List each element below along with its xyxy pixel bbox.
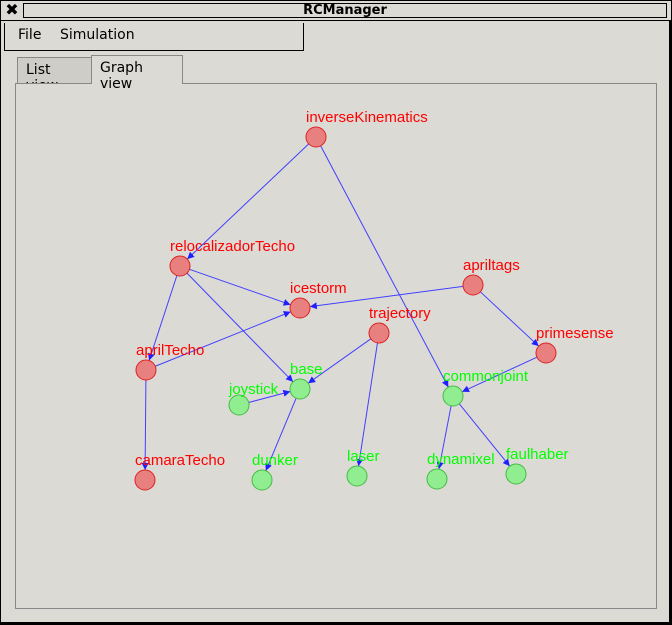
- edge-aprilTecho-icestorm: [155, 311, 291, 367]
- close-icon[interactable]: ✖: [5, 0, 19, 19]
- node-label-aprilTecho: aprilTecho: [136, 342, 204, 359]
- node-primesense[interactable]: [535, 342, 557, 364]
- node-inverseKinematics[interactable]: [305, 126, 327, 148]
- graph-panel: inverseKinematics relocalizadorTecho icest…: [15, 83, 657, 609]
- title-frame: RCManager: [23, 3, 667, 18]
- node-faulhaber[interactable]: [505, 463, 527, 485]
- edge-joystick-base: [248, 389, 291, 403]
- node-label-camaraTecho: camaraTecho: [135, 452, 225, 469]
- menu-file[interactable]: File: [18, 27, 42, 43]
- edge-apriltags-icestorm: [309, 285, 464, 310]
- node-label-dynamixel: dynamixel: [427, 451, 495, 468]
- edge-base-dunker: [265, 398, 297, 471]
- node-label-icestorm: icestorm: [290, 280, 347, 297]
- node-dunker[interactable]: [251, 469, 273, 491]
- node-label-laser: laser: [347, 448, 380, 465]
- node-icestorm[interactable]: [289, 297, 311, 319]
- edge-commonjoint-dynamixel: [436, 405, 452, 470]
- node-camaraTecho[interactable]: [134, 469, 156, 491]
- edge-trajectory-laser: [356, 342, 378, 467]
- edge-relocalizadorTecho-icestorm: [189, 268, 291, 306]
- edge-inverseKinematics-commonjoint: [320, 145, 449, 388]
- node-label-faulhaber: faulhaber: [506, 446, 569, 463]
- edge-relocalizadorTecho-aprilTecho: [147, 275, 178, 361]
- node-label-primesense: primesense: [536, 325, 614, 342]
- node-commonjoint[interactable]: [442, 385, 464, 407]
- window-title: RCManager: [303, 3, 387, 18]
- menu-simulation[interactable]: Simulation: [60, 27, 135, 43]
- node-apriltags[interactable]: [462, 274, 484, 296]
- node-trajectory[interactable]: [368, 322, 390, 344]
- node-label-apriltags: apriltags: [463, 257, 520, 274]
- menu-bar: File Simulation: [4, 23, 304, 51]
- node-dynamixel[interactable]: [426, 468, 448, 490]
- node-label-base: base: [290, 361, 323, 378]
- edge-relocalizadorTecho-base: [186, 272, 294, 383]
- node-label-relocalizadorTecho: relocalizadorTecho: [170, 238, 295, 255]
- tab-graph-view[interactable]: Graph view: [91, 55, 183, 92]
- tab-list-view[interactable]: List view: [17, 57, 92, 94]
- node-laser[interactable]: [346, 465, 368, 487]
- node-aprilTecho[interactable]: [135, 359, 157, 381]
- node-label-trajectory: trajectory: [369, 305, 431, 322]
- node-joystick[interactable]: [228, 394, 250, 416]
- node-label-inverseKinematics: inverseKinematics: [306, 109, 428, 126]
- node-relocalizadorTecho[interactable]: [169, 255, 191, 277]
- title-bar[interactable]: ✖ RCManager: [1, 1, 671, 21]
- edge-aprilTecho-camaraTecho: [141, 379, 149, 471]
- node-label-joystick: joystick: [228, 381, 279, 398]
- edge-commonjoint-faulhaber: [458, 403, 511, 467]
- edge-trajectory-base: [307, 338, 372, 384]
- edge-primesense-commonjoint: [461, 356, 538, 393]
- edge-inverseKinematics-relocalizadorTecho: [186, 143, 310, 260]
- component-graph[interactable]: inverseKinematics relocalizadorTecho icest…: [16, 84, 656, 608]
- node-base[interactable]: [289, 378, 311, 400]
- node-label-commonjoint: commonjoint: [443, 368, 529, 385]
- node-label-dunker: dunker: [252, 452, 298, 469]
- edge-apriltags-primesense: [479, 291, 540, 347]
